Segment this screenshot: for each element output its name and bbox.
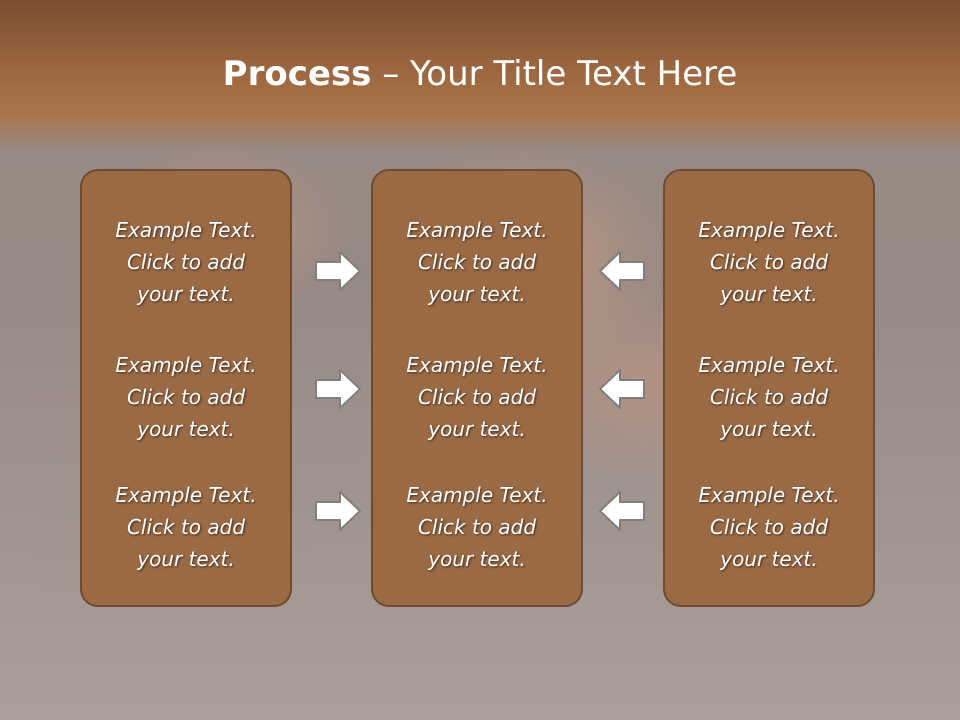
text-line: your text.	[137, 547, 235, 571]
left-arrow-icon[interactable]	[598, 249, 646, 293]
text-line: Click to add	[709, 385, 829, 409]
process-panel-right[interactable]: Example Text. Click to add your text. Ex…	[663, 169, 875, 607]
text-line: Click to add	[126, 515, 246, 539]
text-line: your text.	[720, 417, 818, 441]
panel-text-block[interactable]: Example Text. Click to add your text.	[665, 479, 873, 575]
title-bar	[0, 0, 960, 150]
panel-text-block[interactable]: Example Text. Click to add your text.	[665, 214, 873, 310]
text-line: Example Text.	[698, 483, 840, 507]
slide-title[interactable]: Process – Your Title Text Here	[0, 50, 960, 98]
panel-text-block[interactable]: Example Text. Click to add your text.	[82, 479, 290, 575]
panel-text-block[interactable]: Example Text. Click to add your text.	[665, 349, 873, 445]
text-line: your text.	[137, 417, 235, 441]
text-line: Click to add	[126, 385, 246, 409]
text-line: Example Text.	[698, 218, 840, 242]
panel-text-block[interactable]: Example Text. Click to add your text.	[373, 479, 581, 575]
title-rest: Your Title Text Here	[410, 54, 738, 94]
text-line: your text.	[428, 547, 526, 571]
text-line: Click to add	[709, 515, 829, 539]
panel-text-block[interactable]: Example Text. Click to add your text.	[82, 349, 290, 445]
panel-text-block[interactable]: Example Text. Click to add your text.	[82, 214, 290, 310]
title-strong: Process	[222, 54, 372, 94]
left-arrow-icon[interactable]	[598, 367, 646, 411]
process-panel-left[interactable]: Example Text. Click to add your text. Ex…	[80, 169, 292, 607]
text-line: Example Text.	[115, 483, 257, 507]
text-line: Click to add	[126, 250, 246, 274]
text-line: your text.	[137, 282, 235, 306]
right-arrow-icon[interactable]	[314, 489, 362, 533]
title-separator: –	[371, 54, 411, 94]
text-line: your text.	[428, 417, 526, 441]
text-line: Example Text.	[698, 353, 840, 377]
text-line: Click to add	[417, 250, 537, 274]
text-line: Click to add	[417, 515, 537, 539]
text-line: Click to add	[417, 385, 537, 409]
text-line: your text.	[720, 547, 818, 571]
text-line: Example Text.	[406, 353, 548, 377]
panel-text-block[interactable]: Example Text. Click to add your text.	[373, 214, 581, 310]
text-line: Click to add	[709, 250, 829, 274]
text-line: Example Text.	[115, 218, 257, 242]
process-panel-center[interactable]: Example Text. Click to add your text. Ex…	[371, 169, 583, 607]
panel-text-block[interactable]: Example Text. Click to add your text.	[373, 349, 581, 445]
left-arrow-icon[interactable]	[598, 489, 646, 533]
right-arrow-icon[interactable]	[314, 249, 362, 293]
text-line: Example Text.	[406, 218, 548, 242]
text-line: your text.	[428, 282, 526, 306]
text-line: Example Text.	[115, 353, 257, 377]
right-arrow-icon[interactable]	[314, 367, 362, 411]
text-line: Example Text.	[406, 483, 548, 507]
text-line: your text.	[720, 282, 818, 306]
